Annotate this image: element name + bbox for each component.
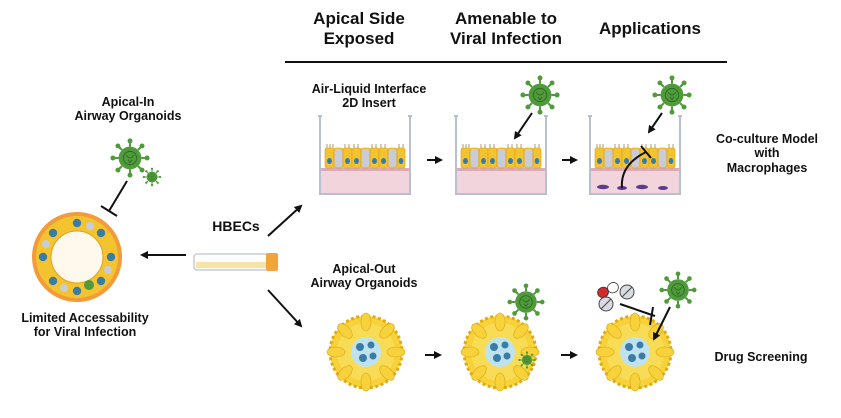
header-apical-side-line2: Exposed [323,28,395,48]
header-apical-side: Apical Side Exposed [300,9,418,48]
bottom-virus-icon-2 [506,282,546,322]
infection-arrow-bottom [653,306,671,341]
capsule-icon [597,282,619,298]
hbec-tube-icon [193,253,278,271]
ali-insert-title-line2: 2D Insert [342,96,396,111]
header-viral-infection: Amenable to Viral Infection [436,9,576,48]
ali-insert-icon [318,116,412,194]
apical-out-title-line1: Apical-Out [332,262,396,276]
header-viral-infection-line2: Viral Infection [449,28,563,48]
apical-out-organoid-icon-1 [325,311,407,393]
coculture-insert-icon [588,116,682,194]
infection-arrow-2 [513,112,533,140]
apical-out-organoid-icon-3 [594,311,676,393]
apical-in-caption-line1: Limited Accessability [21,311,149,325]
arrow-to-apical-out [267,289,303,328]
apical-out-title: Apical-Out Airway Organoids [296,262,432,291]
attached-virus-icon [517,350,537,370]
apical-in-small-virus-icon [142,167,162,187]
header-viral-infection-line1: Amenable to [454,9,558,28]
infection-arrow-3 [647,112,663,134]
drug-inhibition-symbol [619,303,656,326]
apical-in-caption-line2: for Viral Infection [33,325,137,340]
apical-in-title: Apical-In Airway Organoids [60,95,196,124]
top-virus-icon-2 [519,74,561,116]
apical-in-caption: Limited Accessability for Viral Infectio… [10,311,160,340]
apical-out-title-line2: Airway Organoids [310,276,418,291]
apical-in-title-line2: Airway Organoids [74,109,182,124]
coculture-label-line3: Macrophages [726,160,808,175]
ali-insert-title-line1: Air-Liquid Interface [311,82,427,96]
apical-in-organoid-icon [32,212,122,302]
pill-icon-2 [598,296,614,312]
top-virus-icon-3 [651,74,693,116]
arrow-to-ali-insert [267,204,303,237]
infected-insert-icon [454,116,548,194]
header-applications: Applications [598,19,701,38]
hbecs-label: HBECs [212,218,260,234]
coculture-label-line2: with [754,146,780,161]
ali-insert-title: Air-Liquid Interface 2D Insert [298,82,440,111]
coculture-label: Co-culture Model with Macrophages [702,132,832,175]
header-apical-side-line1: Apical Side [313,9,405,28]
apical-in-title-line1: Apical-In [101,95,155,109]
pill-icon-1 [619,284,635,300]
coculture-label-line1: Co-culture Model [715,132,819,146]
bottom-virus-icon-3 [658,270,698,310]
blocked-arrow-left [100,180,128,217]
drug-screening-label: Drug Screening [714,350,808,364]
apical-in-virus-icon [109,137,151,179]
